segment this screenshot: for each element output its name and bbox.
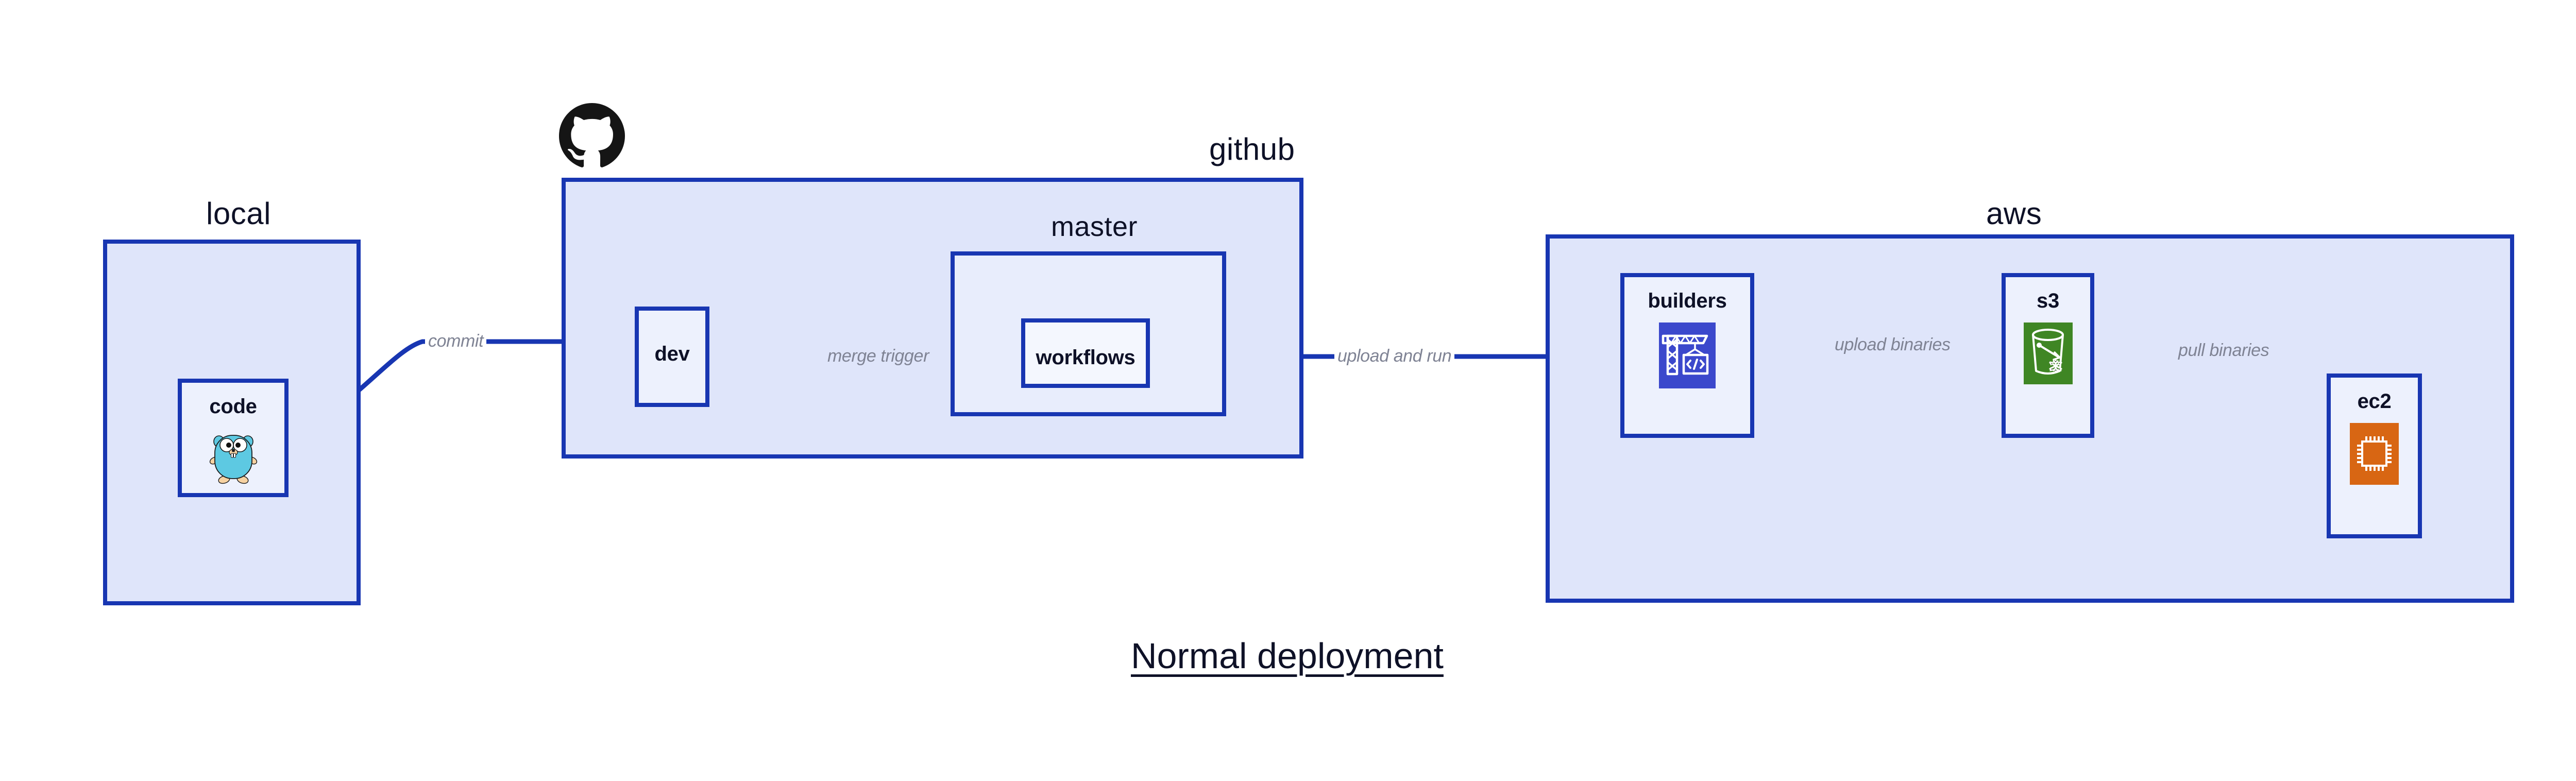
diagram-title: Normal deployment	[1131, 636, 1444, 676]
node-ec2[interactable]: ec2	[2327, 373, 2422, 538]
group-label-master: master	[1051, 211, 1138, 242]
edge-label-upload-binaries: upload binaries	[1832, 336, 1954, 353]
node-s3[interactable]: s3	[2002, 273, 2094, 438]
node-label-dev: dev	[654, 343, 690, 365]
edge-label-commit: commit	[425, 332, 487, 350]
node-code[interactable]: code	[178, 379, 289, 497]
node-label-builders: builders	[1648, 290, 1727, 312]
node-dev[interactable]: dev	[635, 307, 709, 407]
golang-gopher-icon	[209, 435, 257, 484]
group-label-aws: aws	[1986, 196, 2042, 231]
node-workflows[interactable]: workflows	[1021, 318, 1150, 388]
node-label-ec2: ec2	[2357, 390, 2392, 413]
node-label-workflows: workflows	[1036, 346, 1136, 369]
edge-label-pull-binaries: pull binaries	[2175, 342, 2273, 359]
edge-label-upload-and-run: upload and run	[1334, 347, 1455, 365]
node-label-code: code	[209, 395, 257, 418]
node-label-s3: s3	[2037, 290, 2059, 312]
aws-s3-glacier-icon	[2023, 322, 2073, 384]
aws-codebuild-icon	[1659, 322, 1716, 388]
aws-ec2-chip-icon	[2350, 423, 2399, 485]
edge-label-merge-trigger: merge trigger	[824, 347, 932, 365]
github-octocat-logo	[559, 103, 625, 167]
group-label-local: local	[206, 196, 271, 231]
node-builders[interactable]: builders	[1620, 273, 1754, 438]
group-label-github: github	[1209, 132, 1295, 166]
